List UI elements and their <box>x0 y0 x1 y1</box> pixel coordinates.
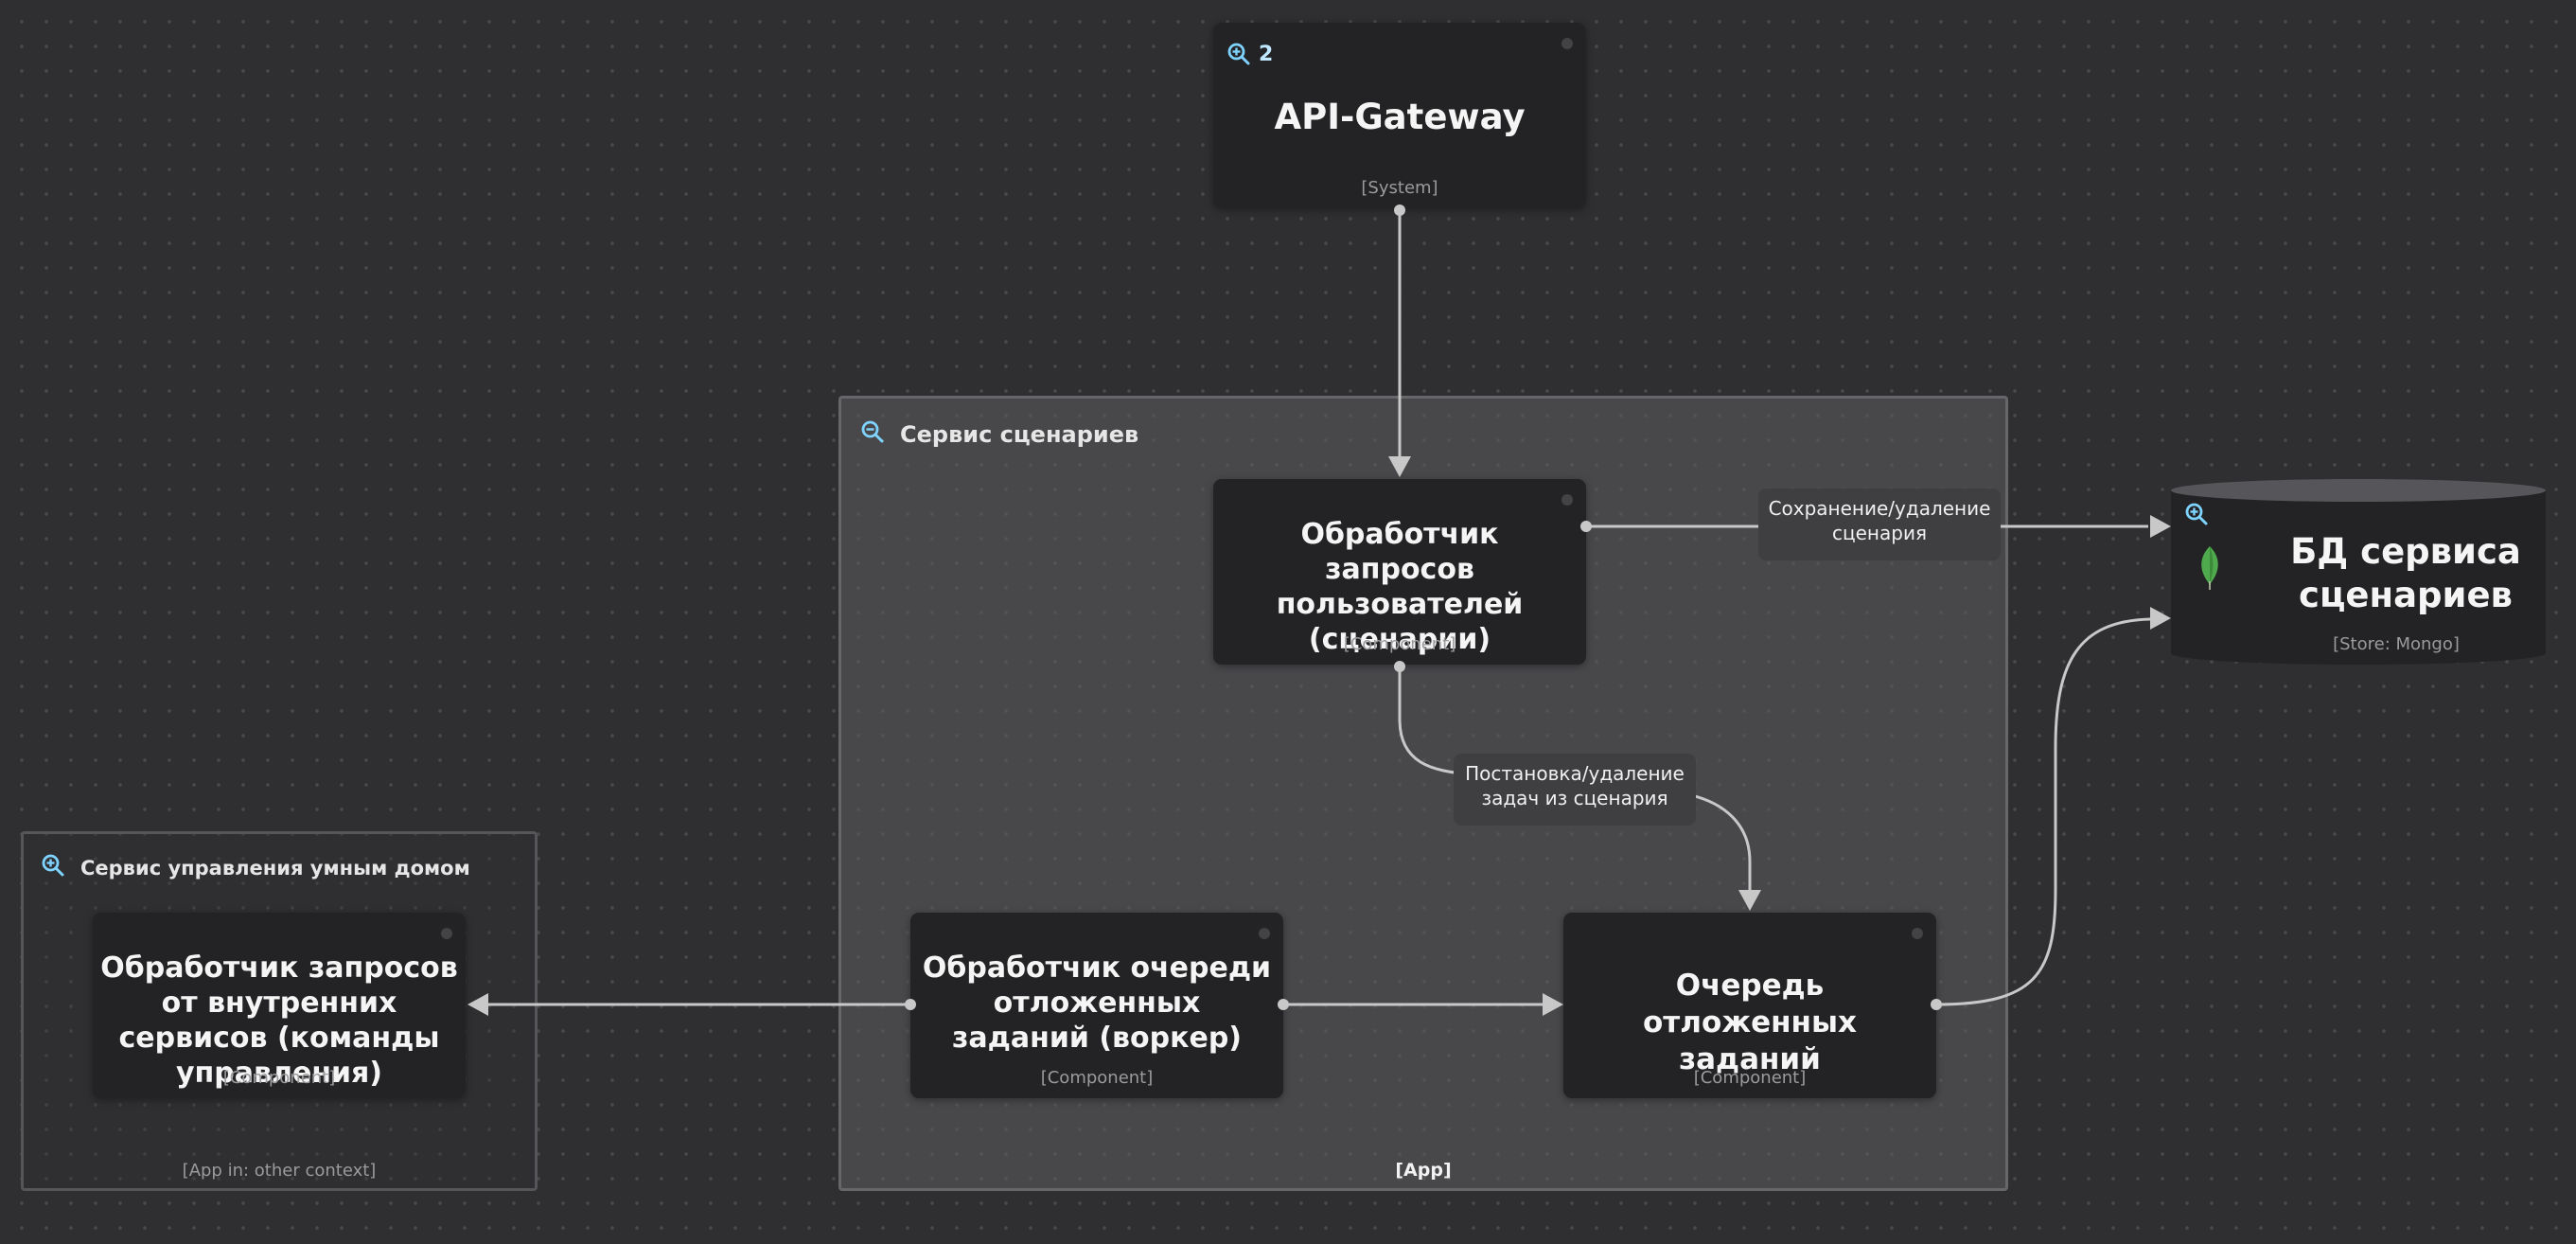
api-gateway-zoom-count: 2 <box>1259 42 1274 66</box>
node-menu-dot[interactable] <box>1561 494 1573 506</box>
user-request-handler-node[interactable]: Обработчик запросов пользователей (сцена… <box>1213 479 1586 665</box>
api-gateway-technology: [System] <box>1361 178 1438 198</box>
internal-request-handler-technology: [Component] <box>222 1068 336 1088</box>
scenario-db-title: БД сервиса сценариев <box>2290 531 2521 615</box>
smart-home-service-title: Сервис управления умным домом <box>80 856 470 880</box>
deferred-queue-worker-title: Обработчик очереди отложенных заданий (в… <box>922 951 1272 1055</box>
node-menu-dot[interactable] <box>1561 38 1573 49</box>
api-gateway-title: API-Gateway <box>1274 97 1526 137</box>
zoom-in-icon[interactable] <box>1226 42 1251 66</box>
smart-home-service-header: Сервис управления умным домом <box>41 853 470 882</box>
edge-label-enqueue-delete: Постановка/удаление задач из сценария <box>1454 754 1696 826</box>
deferred-queue-worker-technology: [Component] <box>1040 1068 1154 1088</box>
zoom-out-icon[interactable] <box>860 419 885 450</box>
user-request-handler-title: Обработчик запросов пользователей (сцена… <box>1276 518 1524 656</box>
internal-request-handler-node[interactable]: Обработчик запросов от внутренних сервис… <box>93 913 466 1098</box>
zoom-in-icon[interactable] <box>41 853 65 882</box>
node-menu-dot[interactable] <box>1259 928 1270 939</box>
deferred-queue-title: Очередь отложенных заданий <box>1642 969 1857 1076</box>
deferred-queue-worker-node[interactable]: Обработчик очереди отложенных заданий (в… <box>910 913 1283 1098</box>
scenario-service-header: Сервис сценариев <box>860 419 1138 450</box>
deferred-queue-technology: [Component] <box>1693 1068 1807 1088</box>
smart-home-service-footer: [App in: other context] <box>182 1161 377 1181</box>
scenario-db-technology: [Store: Mongo] <box>2333 634 2460 654</box>
node-menu-dot[interactable] <box>441 928 452 939</box>
database-cylinder-shape <box>2171 479 2546 665</box>
node-menu-dot[interactable] <box>1912 928 1923 939</box>
scenario-db-node[interactable]: БД сервиса сценариев [Store: Mongo] <box>2171 479 2546 665</box>
scenario-service-title: Сервис сценариев <box>900 421 1139 448</box>
api-gateway-zoom[interactable]: 2 <box>1226 42 1273 66</box>
deferred-queue-node[interactable]: Очередь отложенных заданий [Component] <box>1563 913 1936 1098</box>
edge-label-save-delete: Сохранение/удаление сценария <box>1758 489 2001 560</box>
scenario-service-footer: [App] <box>1395 1160 1452 1181</box>
zoom-in-icon[interactable] <box>2184 502 2209 530</box>
internal-request-handler-title: Обработчик запросов от внутренних сервис… <box>100 951 458 1090</box>
user-request-handler-technology: [Component] <box>1343 634 1456 654</box>
api-gateway-node[interactable]: 2 API-Gateway [System] <box>1213 23 1586 208</box>
mongodb-leaf-icon <box>2197 545 2222 595</box>
